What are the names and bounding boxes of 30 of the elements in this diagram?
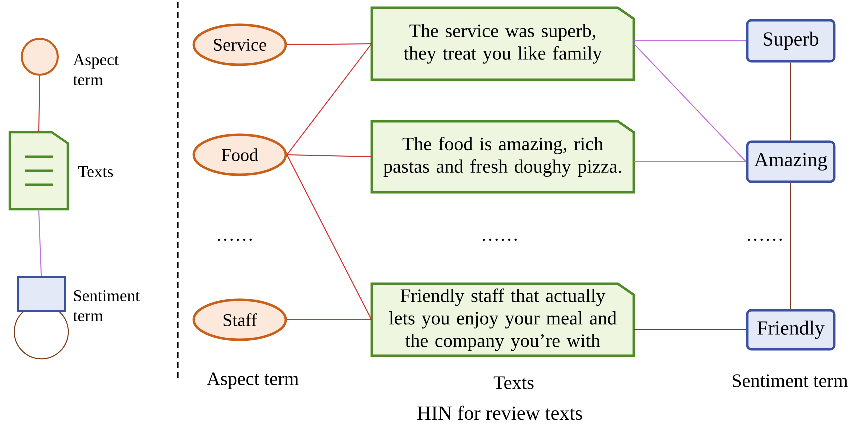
text-box: Friendly staff that actually lets you enjoy your meal and the company you’re with — [370, 282, 636, 358]
box-icon — [17, 276, 66, 312]
text-box: The food is amazing, rich pastas and fresh doughy pizza. — [370, 120, 636, 194]
column-label: Texts — [494, 376, 534, 390]
document-icon — [8, 131, 70, 211]
sentiment-box: Friendly — [746, 309, 836, 351]
node-label: Sentiment term — [73, 290, 140, 322]
connector-line — [286, 154, 372, 158]
circle-icon — [21, 38, 59, 76]
connector-line — [634, 44, 747, 162]
connector-line — [14, 312, 70, 360]
connector-line — [634, 40, 747, 42]
connector-line — [286, 154, 372, 320]
connector-line — [38, 209, 42, 276]
sentiment-box: Superb — [746, 19, 836, 63]
column-label: …… — [748, 238, 782, 242]
connector-line — [286, 44, 372, 46]
column-label: …… — [218, 238, 252, 242]
text-box: The service was superb, they treat you like family — [370, 6, 636, 82]
connector-line — [790, 62, 792, 142]
node-label: Texts — [78, 166, 114, 178]
connector-line — [286, 44, 372, 156]
sentiment-box: Amazing — [746, 140, 836, 184]
node-label: Aspect term — [73, 54, 119, 86]
column-label: Sentiment term — [732, 374, 848, 388]
caption: HIN for review texts — [418, 406, 582, 420]
connector-line — [38, 76, 40, 133]
connector-line — [790, 182, 792, 310]
column-label: Aspect term — [207, 372, 299, 390]
column-label: …… — [483, 238, 517, 242]
